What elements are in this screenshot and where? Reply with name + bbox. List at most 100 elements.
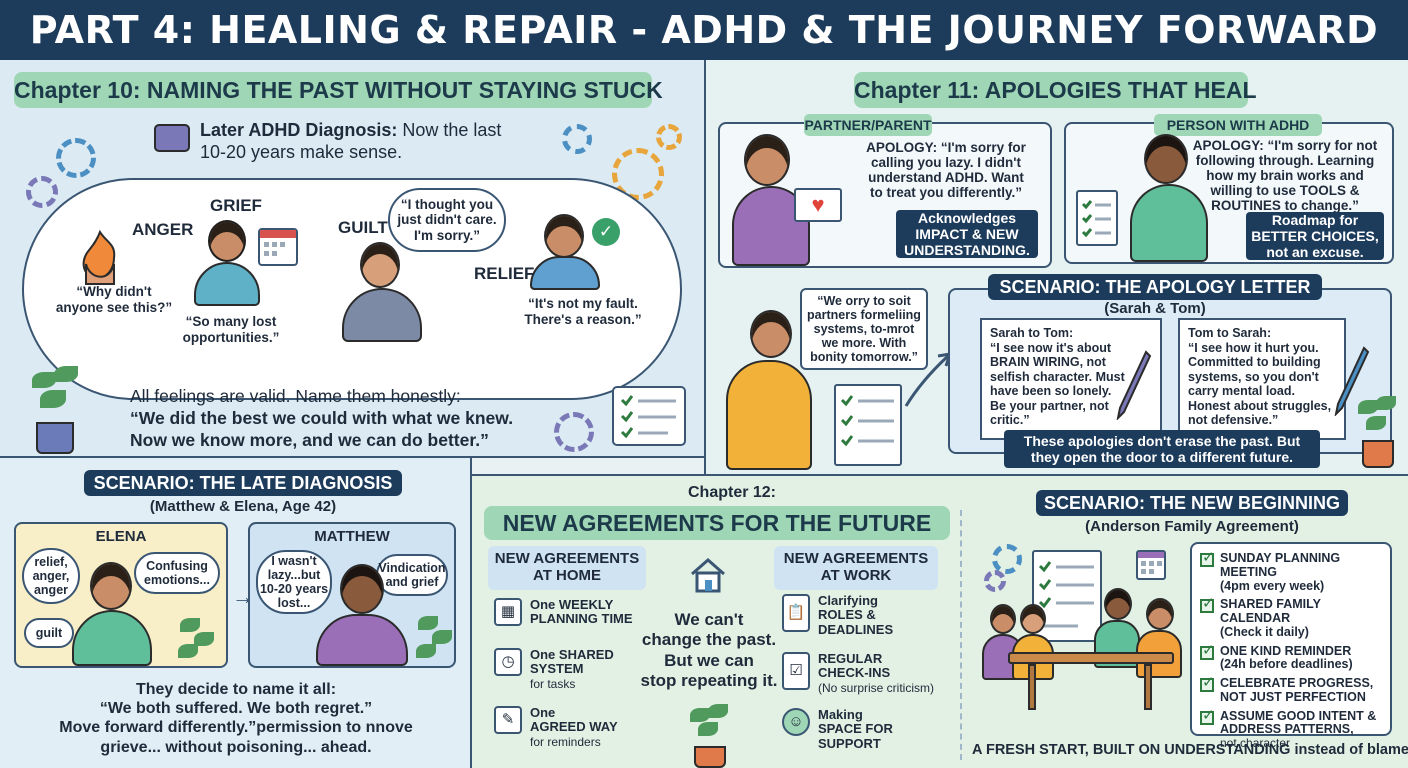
potted-plant-icon: [686, 702, 732, 768]
partner-label: PARTNER/PARENT: [804, 114, 932, 136]
check-circle-icon: ✓: [592, 218, 620, 246]
late-diagnosis-title: SCENARIO: THE LATE DIAGNOSIS: [84, 470, 402, 496]
new-beginning-sub: (Anderson Family Agreement): [1085, 518, 1299, 535]
apology-letter-sub: (Sarah & Tom): [1104, 300, 1206, 317]
gear-icon: [56, 138, 96, 178]
guilt-label: GUILT: [338, 218, 388, 237]
clipboard-icon: 📋: [782, 594, 810, 632]
checklist-item: ASSUME GOOD INTENT &ADDRESS PATTERNS,not…: [1200, 708, 1382, 751]
torn-calendar-icon: [258, 228, 298, 266]
calendar-icon: ▦: [494, 598, 522, 626]
checklist-item: SUNDAY PLANNING MEETING(4pm every week): [1200, 550, 1382, 593]
relief-label: RELIEF: [474, 264, 535, 283]
letter-tom-to-sarah: Tom to Sarah:“I see how it hurt you.Comm…: [1178, 318, 1346, 440]
pen-icon: [1334, 346, 1370, 416]
plant-icon: [176, 612, 216, 666]
checkbox-icon: [1200, 708, 1215, 725]
late-diagnosis-panel: SCENARIO: THE LATE DIAGNOSIS (Matthew & …: [0, 456, 472, 768]
family-member-figure: [1094, 588, 1140, 688]
family-agreement-checklist: SUNDAY PLANNING MEETING(4pm every week) …: [1190, 542, 1392, 750]
pen-icon: [1116, 350, 1152, 420]
flame-head-icon: [76, 228, 124, 286]
grief-label: GRIEF: [210, 196, 262, 215]
apology-letter-title: SCENARIO: THE APOLOGY LETTER: [988, 274, 1322, 300]
heart-card-icon: ♥: [794, 188, 842, 222]
checklist-item: ONE KIND REMINDER(24h before deadlines): [1200, 643, 1382, 673]
new-beginning-title: SCENARIO: THE NEW BEGINNING: [1036, 490, 1348, 516]
checklist-icon: ☑: [782, 652, 810, 690]
header-bar: PART 4: HEALING & REPAIR - ADHD & THE JO…: [0, 0, 1408, 60]
page-title: PART 4: HEALING & REPAIR - ADHD & THE JO…: [29, 8, 1379, 52]
late-diagnosis-sub: (Matthew & Elena, Age 42): [149, 498, 337, 515]
gear-icon: [992, 544, 1022, 574]
checklist-clipboard-icon: [834, 384, 902, 466]
document-pen-icon: ✎: [494, 706, 522, 734]
anger-label: ANGER: [132, 220, 194, 239]
chapter-10-panel: Chapter 10: NAMING THE PAST WITHOUT STAY…: [0, 60, 706, 458]
checkbox-icon: [1200, 675, 1215, 692]
chapter-11-title: Chapter 11: APOLOGIES THAT HEAL: [854, 72, 1257, 108]
checkbox-icon: [1200, 550, 1215, 567]
feelings-valid-text: All feelings are valid. Name them honest…: [130, 386, 461, 406]
grieving-woman-figure: [192, 216, 262, 306]
elena-figure: [70, 562, 154, 666]
chapter-12-title: NEW AGREEMENTS FOR THE FUTURE: [484, 506, 950, 540]
gear-icon: [612, 148, 664, 200]
chapter-10-quote: “We did the best we could with what we k…: [130, 408, 514, 450]
gear-icon: [656, 124, 682, 150]
checkbox-icon: [1200, 596, 1215, 614]
agreement-document-icon: [1032, 550, 1102, 642]
briefcase-icon: [154, 124, 190, 152]
adhd-person-figure: [1126, 134, 1210, 262]
elena-thought-bubble: guilt: [24, 618, 74, 648]
apology-footer: These apologies don't erase the past. Bu…: [1004, 430, 1320, 468]
chapter-12-panel: Chapter 12: NEW AGREEMENTS FOR THE FUTUR…: [470, 474, 1408, 768]
late-diagnosis-caption: They decide to name it all: “We both suf…: [59, 681, 413, 756]
new-beginning-footer: A FRESH START, BUILT ON UNDERSTANDING in…: [972, 742, 1408, 758]
adhd-label: PERSON WITH ADHD: [1154, 114, 1322, 136]
guilty-man-figure: [340, 238, 424, 342]
matthew-label: MATTHEW: [314, 528, 390, 545]
calendar-icon: [1136, 550, 1166, 580]
potted-plant-icon: [26, 364, 86, 456]
gear-icon: [562, 124, 592, 154]
man-with-clipboard-figure: [722, 306, 822, 470]
elena-label: ELENA: [95, 528, 147, 545]
elena-thought-bubble: relief,anger,anger: [22, 548, 80, 604]
gear-icon: [984, 570, 1006, 592]
house-icon: [688, 554, 728, 594]
gear-icon: [26, 176, 58, 208]
checklist-item: SHARED FAMILY CALENDAR(Check it daily): [1200, 596, 1382, 639]
relieved-man-figure: [528, 212, 602, 290]
checkbox-icon: [1200, 643, 1215, 660]
plant-icon: [414, 608, 454, 666]
table-leg: [1144, 664, 1152, 710]
table: [1008, 652, 1174, 664]
table-leg: [1028, 664, 1036, 710]
diagnosis-text: Later ADHD Diagnosis: Now the last 10-20…: [200, 120, 502, 162]
matthew-figure: [314, 564, 410, 666]
family-member-figure: [1136, 598, 1182, 698]
potted-plant-icon: [1354, 394, 1400, 470]
gear-icon: [554, 412, 594, 452]
